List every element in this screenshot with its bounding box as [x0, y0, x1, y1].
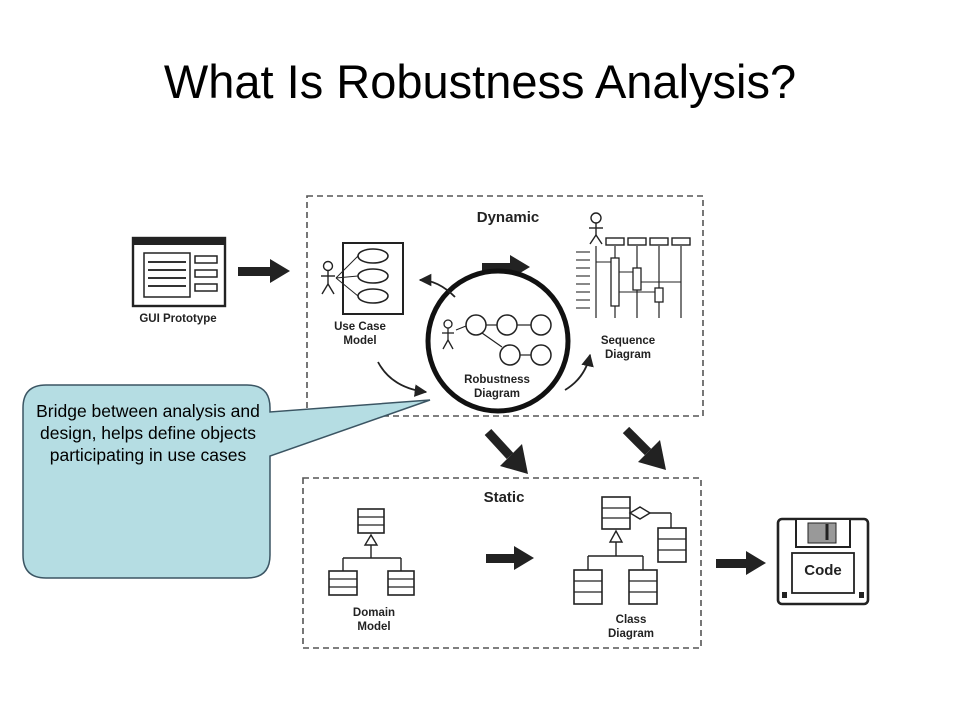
arrow-gui-to-usecase: [238, 259, 290, 283]
static-region: Static: [302, 477, 702, 649]
domain-model-label-line-1: Domain: [353, 607, 395, 619]
domain-model-label-line-2: Model: [357, 621, 390, 633]
dynamic-label: Dynamic: [477, 209, 540, 226]
floppy-disk-icon: [776, 517, 870, 606]
use-case-model-icon: [335, 242, 404, 315]
slide-title: What Is Robustness Analysis?: [163, 55, 797, 108]
dynamic-region: Dynamic: [306, 195, 704, 417]
curved-arrow-to-sequence: [564, 353, 594, 391]
arrow-class-to-code: [716, 551, 766, 575]
class-diagram-label-line-2: Diagram: [608, 628, 654, 640]
arrow-robustness-to-static: [484, 428, 528, 474]
callout-bubble: [22, 384, 431, 579]
sequence-diagram-label-line-1: Sequence: [601, 335, 655, 347]
use-case-actor-icon: [321, 260, 335, 295]
use-case-model-label-line-2: Model: [343, 335, 376, 347]
static-label: Static: [484, 489, 525, 506]
class-diagram-label-line-1: Class: [616, 614, 647, 626]
robustness-actor-icon: [442, 319, 454, 350]
use-case-model-label-line-1: Use Case: [334, 321, 386, 333]
arrow-domain-to-class: [486, 546, 534, 570]
callout-text: Bridge between analysis and design, help…: [36, 401, 260, 465]
robustness-diagram-label-line-1: Robustness: [464, 374, 530, 386]
robustness-diagram-icon: [425, 268, 571, 414]
robustness-diagram-label-line-2: Diagram: [474, 388, 520, 400]
sequence-diagram-icon: [576, 212, 691, 318]
curved-arrow-to-usecase: [418, 273, 456, 298]
curved-arrow-from-usecase: [377, 361, 428, 397]
class-diagram-icon: [573, 496, 687, 605]
gui-prototype-label: GUI Prototype: [139, 313, 216, 325]
sequence-diagram-label-line-2: Diagram: [605, 349, 651, 361]
gui-prototype-icon: [131, 236, 227, 308]
arrow-sequence-to-class: [622, 426, 666, 470]
domain-model-icon: [328, 508, 415, 596]
code-label: Code: [804, 562, 842, 579]
